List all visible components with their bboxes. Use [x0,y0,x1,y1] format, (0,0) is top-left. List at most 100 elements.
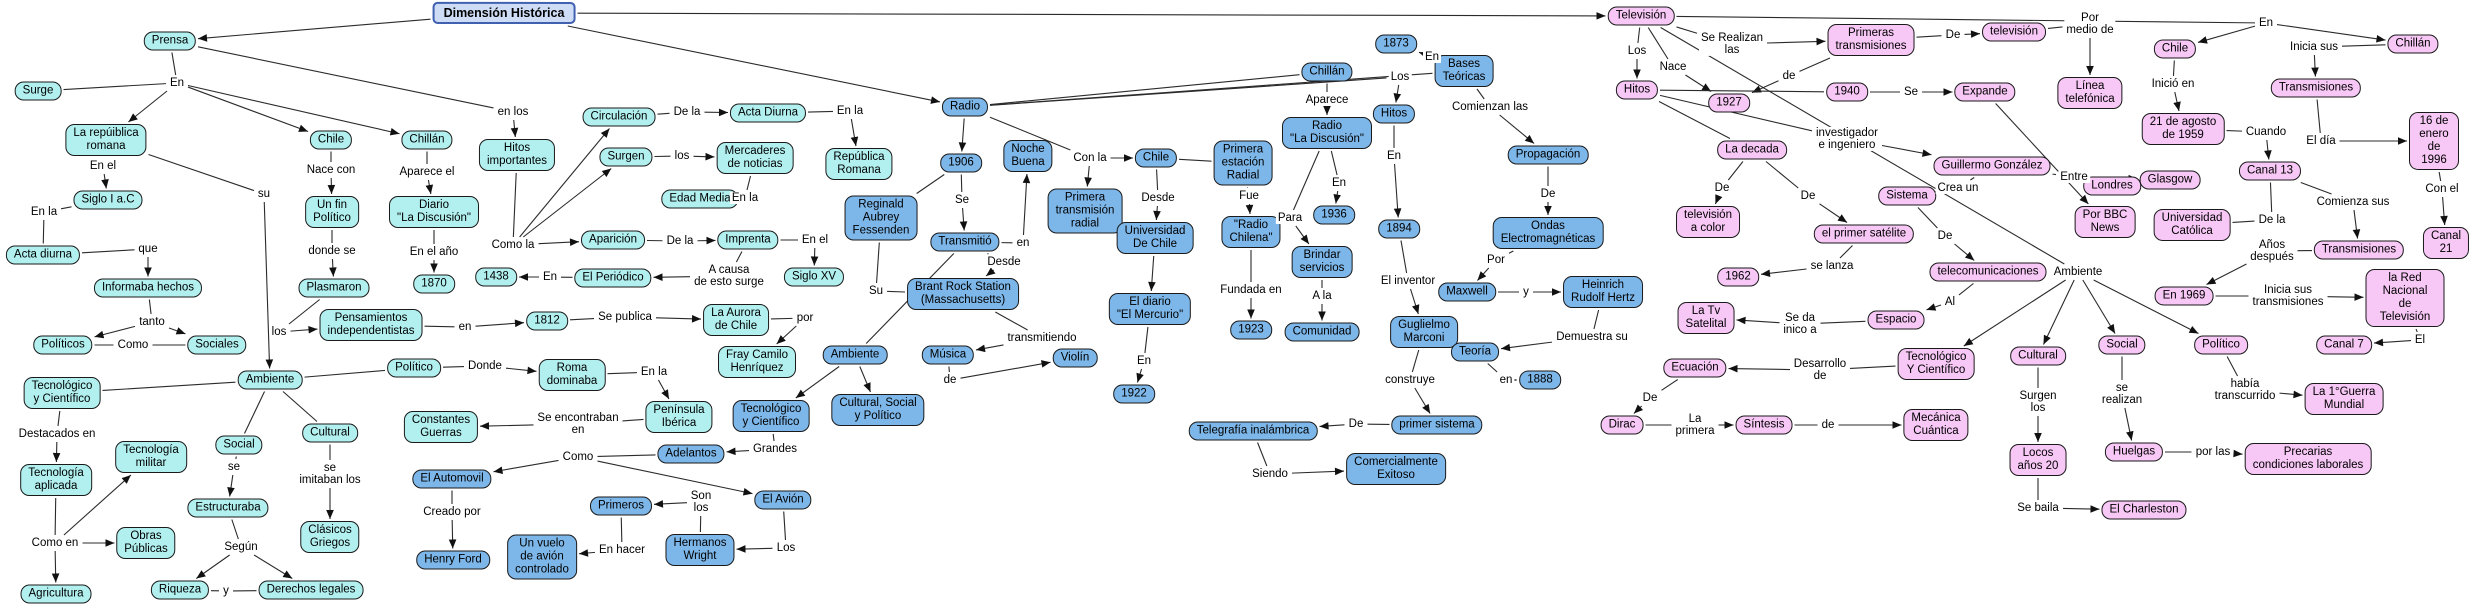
concept-node-riqueza[interactable]: Riqueza [150,580,210,600]
concept-node-aurora_chile[interactable]: La Aurora de Chile [703,304,769,336]
concept-node-tv_satelital[interactable]: La Tv Satelital [1677,302,1735,334]
concept-node-surge[interactable]: Surge [14,81,62,101]
concept-node-informaba[interactable]: Informaba hechos [93,278,203,298]
concept-node-republica_romana[interactable]: La repúiblica romana [65,124,147,156]
concept-node-acta_diurna_u[interactable]: Acta Diurna [729,103,807,123]
concept-node-plasmaron[interactable]: Plasmaron [298,278,370,298]
concept-node-siglo1ac[interactable]: Siglo I a.C [73,190,143,210]
concept-node-chillan_b[interactable]: Chillán [1301,62,1353,82]
concept-node-canal21[interactable]: Canal 21 [2422,227,2470,259]
concept-node-republica_romana2[interactable]: República Romana [825,148,893,180]
concept-node-cultural_c[interactable]: Cultural [302,423,358,443]
concept-node-chile_c[interactable]: Chile [309,130,353,150]
concept-node-hermanos_wright[interactable]: Hermanos Wright [665,534,735,566]
concept-node-n1906[interactable]: 1906 [940,153,982,173]
concept-node-noche_buena[interactable]: Noche Buena [1003,140,1053,172]
concept-node-tec_cient_p[interactable]: Tecnológico Y Científico [1897,348,1975,380]
concept-node-transmitio[interactable]: Transmitió [930,232,1000,252]
concept-node-chile_p[interactable]: Chile [2153,39,2197,59]
concept-node-hitos_p[interactable]: Hitos [1615,80,1659,100]
concept-node-chillan_c[interactable]: Chillán [401,130,453,150]
concept-node-primera_transmision[interactable]: Primera transmisión radial [1047,188,1123,234]
concept-node-maxwell[interactable]: Maxwell [1438,282,1496,302]
concept-node-vuelo_avion[interactable]: Un vuelo de avión controlado [507,534,577,580]
concept-node-circulacion[interactable]: Circulación [582,107,656,127]
concept-node-musica[interactable]: Música [921,345,975,365]
concept-node-n1873[interactable]: 1873 [1375,34,1417,54]
concept-node-n1870[interactable]: 1870 [413,274,455,294]
concept-node-universidad_catolica[interactable]: Universidad Católica [2153,209,2231,241]
concept-node-n1927[interactable]: 1927 [1708,93,1750,113]
concept-node-ambiente_c[interactable]: Ambiente [237,370,303,390]
concept-node-ondas[interactable]: Ondas Electromagnéticas [1492,217,1604,249]
concept-node-un_fin_politico[interactable]: Un fin Político [305,196,359,228]
concept-node-transmisiones1[interactable]: Transmisiones [2270,78,2362,98]
concept-node-el_avion[interactable]: El Avión [754,490,812,510]
concept-node-n1940[interactable]: 1940 [1826,82,1868,102]
concept-node-sociales[interactable]: Sociales [187,335,247,355]
concept-node-propagacion[interactable]: Propagación [1507,145,1589,165]
concept-node-red_nacional[interactable]: la Red Nacional de Televisión [2365,269,2445,327]
concept-node-surgen[interactable]: Surgen [599,147,653,167]
concept-node-social_p[interactable]: Social [2098,335,2146,355]
concept-node-hitos_importantes[interactable]: Hitos importantes [478,139,556,171]
concept-node-politicos[interactable]: Políticos [33,335,93,355]
concept-node-charleston[interactable]: El Charleston [2101,500,2187,520]
concept-node-en1969[interactable]: En 1969 [2154,286,2214,306]
concept-node-primeros[interactable]: Primeros [589,496,653,516]
concept-node-chile_b[interactable]: Chile [1134,148,1178,168]
concept-node-agricultura[interactable]: Agricultura [20,584,92,604]
concept-node-tv_color[interactable]: televisión a color [1676,206,1740,238]
concept-node-el_automovil[interactable]: El Automovil [412,469,492,489]
concept-node-ecuacion[interactable]: Ecuación [1663,358,1727,378]
concept-node-hitos_b[interactable]: Hitos [1372,104,1416,124]
concept-node-cultural_p[interactable]: Cultural [2010,346,2066,366]
concept-node-television[interactable]: Televisión [1607,6,1675,26]
concept-node-telecomunicaciones[interactable]: telecomunicaciones [1929,262,2047,282]
concept-node-por_bbc[interactable]: Por BBC News [2074,206,2136,238]
concept-node-mecanica[interactable]: Mecánica Cuántica [1903,409,1969,441]
concept-node-teoria[interactable]: Teoría [1451,342,1499,362]
concept-node-ambiente_blue[interactable]: Ambiente [822,345,888,365]
concept-node-n1812[interactable]: 1812 [526,311,568,331]
concept-node-n1923[interactable]: 1923 [1230,320,1272,340]
concept-node-prensa[interactable]: Prensa [143,31,197,51]
concept-node-n1438[interactable]: 1438 [475,267,517,287]
concept-node-acta_diurna_l[interactable]: Acta diurna [5,245,81,265]
concept-node-estructuraba[interactable]: Estructuraba [187,498,269,518]
concept-node-adelantos[interactable]: Adelantos [657,444,725,464]
concept-node-radio[interactable]: Radio [941,97,989,117]
concept-node-londres[interactable]: Londres [2083,176,2141,196]
concept-node-n21agosto[interactable]: 21 de agosto de 1959 [2141,113,2225,145]
concept-node-locos20[interactable]: Locos años 20 [2009,444,2067,476]
concept-node-politico_p[interactable]: Político [2194,335,2248,355]
concept-node-n1936[interactable]: 1936 [1313,205,1355,225]
concept-node-derechos_legales[interactable]: Derechos legales [258,580,364,600]
concept-node-obras_publicas[interactable]: Obras Públicas [116,527,176,559]
concept-node-diario_discusion[interactable]: Diario "La Discusión" [388,196,480,228]
concept-node-sintesis[interactable]: Síntesis [1735,415,1793,435]
concept-node-primer_satelite[interactable]: el primer satélite [1813,224,1915,244]
concept-node-pensamientos[interactable]: Pensamientos independentistas [319,309,423,341]
concept-node-television_p[interactable]: televisión [1982,22,2046,42]
concept-node-brant_rock[interactable]: Brant Rock Station (Massachusetts) [907,278,1019,310]
concept-node-expande[interactable]: Expande [1954,82,2016,102]
concept-node-edad_media[interactable]: Edad Media [661,189,739,209]
concept-node-espacio[interactable]: Espacio [1867,310,1925,330]
concept-node-linea_telefonica[interactable]: Línea telefónica [2057,77,2123,109]
concept-node-tec_cient_c[interactable]: Tecnológico y Científico [23,377,101,409]
concept-node-bases_teoricas[interactable]: Bases Teóricas [1434,55,1494,87]
concept-node-el_periodico[interactable]: El Periódico [574,268,652,288]
concept-node-primer_sistema[interactable]: primer sistema [1391,415,1483,435]
concept-node-marconi[interactable]: Guglielmo Marconi [1390,316,1458,348]
concept-node-radio_chilena[interactable]: "Radio Chilena" [1221,216,1281,248]
concept-node-dirac[interactable]: Dirac [1600,415,1644,435]
concept-node-canal13[interactable]: Canal 13 [2238,161,2302,181]
concept-node-primeras_transmisiones[interactable]: Primeras transmisiones [1827,24,1915,56]
concept-node-huelgas[interactable]: Huelgas [2104,442,2164,462]
concept-node-comunidad[interactable]: Comunidad [1284,322,1360,342]
concept-node-precarias[interactable]: Precarias condiciones laborales [2244,443,2372,475]
concept-node-sistema[interactable]: Sistema [1878,186,1936,206]
concept-node-cultural_social_politico[interactable]: Cultural, Social y Político [831,394,925,426]
concept-node-n1922[interactable]: 1922 [1113,384,1155,404]
